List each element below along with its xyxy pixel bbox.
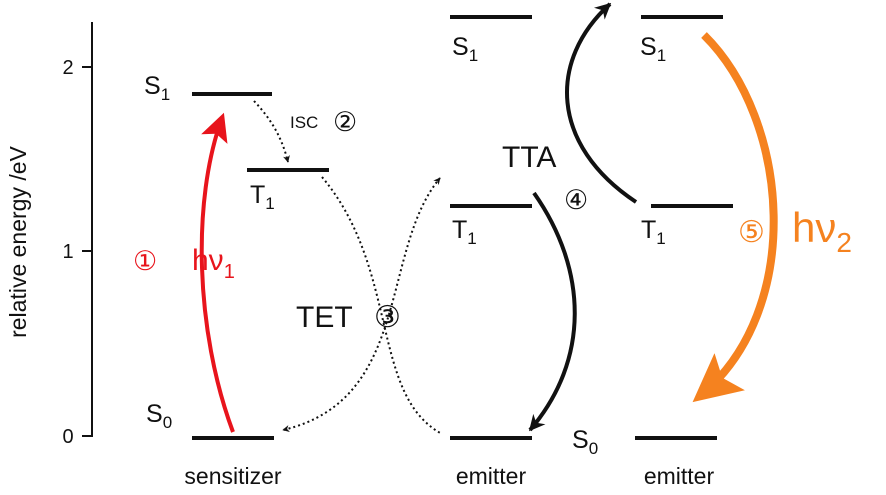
emission-number: ⑤ [738,216,765,249]
emitter1-t1-label: T1 [452,216,477,248]
y-tick-label-0: 0 [62,426,73,448]
emitter1-label: emitter [456,463,527,489]
y-tick-label-2: 2 [62,57,73,79]
tet-number: ③ [374,301,401,334]
isc-label: ISC [290,113,318,132]
emission-label: hν2 [792,204,852,258]
tta-label: TTA [502,141,556,174]
emission-arrow [692,32,778,403]
tta-up-arrow [565,2,638,204]
emitter2-s1-label: S1 [640,33,666,65]
absorption-label: hν1 [192,244,235,283]
tta-number: ④ [564,185,588,215]
emitter2-s0-label: S0 [572,426,598,458]
sensitizer-s1-label: S1 [144,72,170,104]
level-labels: S1 T1 S0 S1 T1 S1 T1 S0 [144,33,666,458]
emitter2-t1-label: T1 [641,216,666,248]
tet-label: TET [296,301,353,334]
molecule-labels: sensitizer emitter emitter [184,463,714,489]
emitter2-label: emitter [644,463,715,489]
sensitizer-t1-label: T1 [250,181,275,213]
absorption-arrow [199,112,235,433]
tta-down-arrow [528,191,577,432]
y-tick-label-1: 1 [62,241,73,263]
isc-number: ② [333,107,357,137]
sensitizer-s0-label: S0 [146,400,172,432]
y-axis: 0 1 2 relative energy /eV [5,22,93,448]
isc-arrow [253,100,290,163]
emitter1-s1-label: S1 [452,33,478,65]
tet-back-path [282,177,441,432]
absorption-number: ① [133,246,157,276]
y-axis-label: relative energy /eV [5,145,31,337]
sensitizer-label: sensitizer [184,463,281,489]
energy-levels [192,15,733,440]
